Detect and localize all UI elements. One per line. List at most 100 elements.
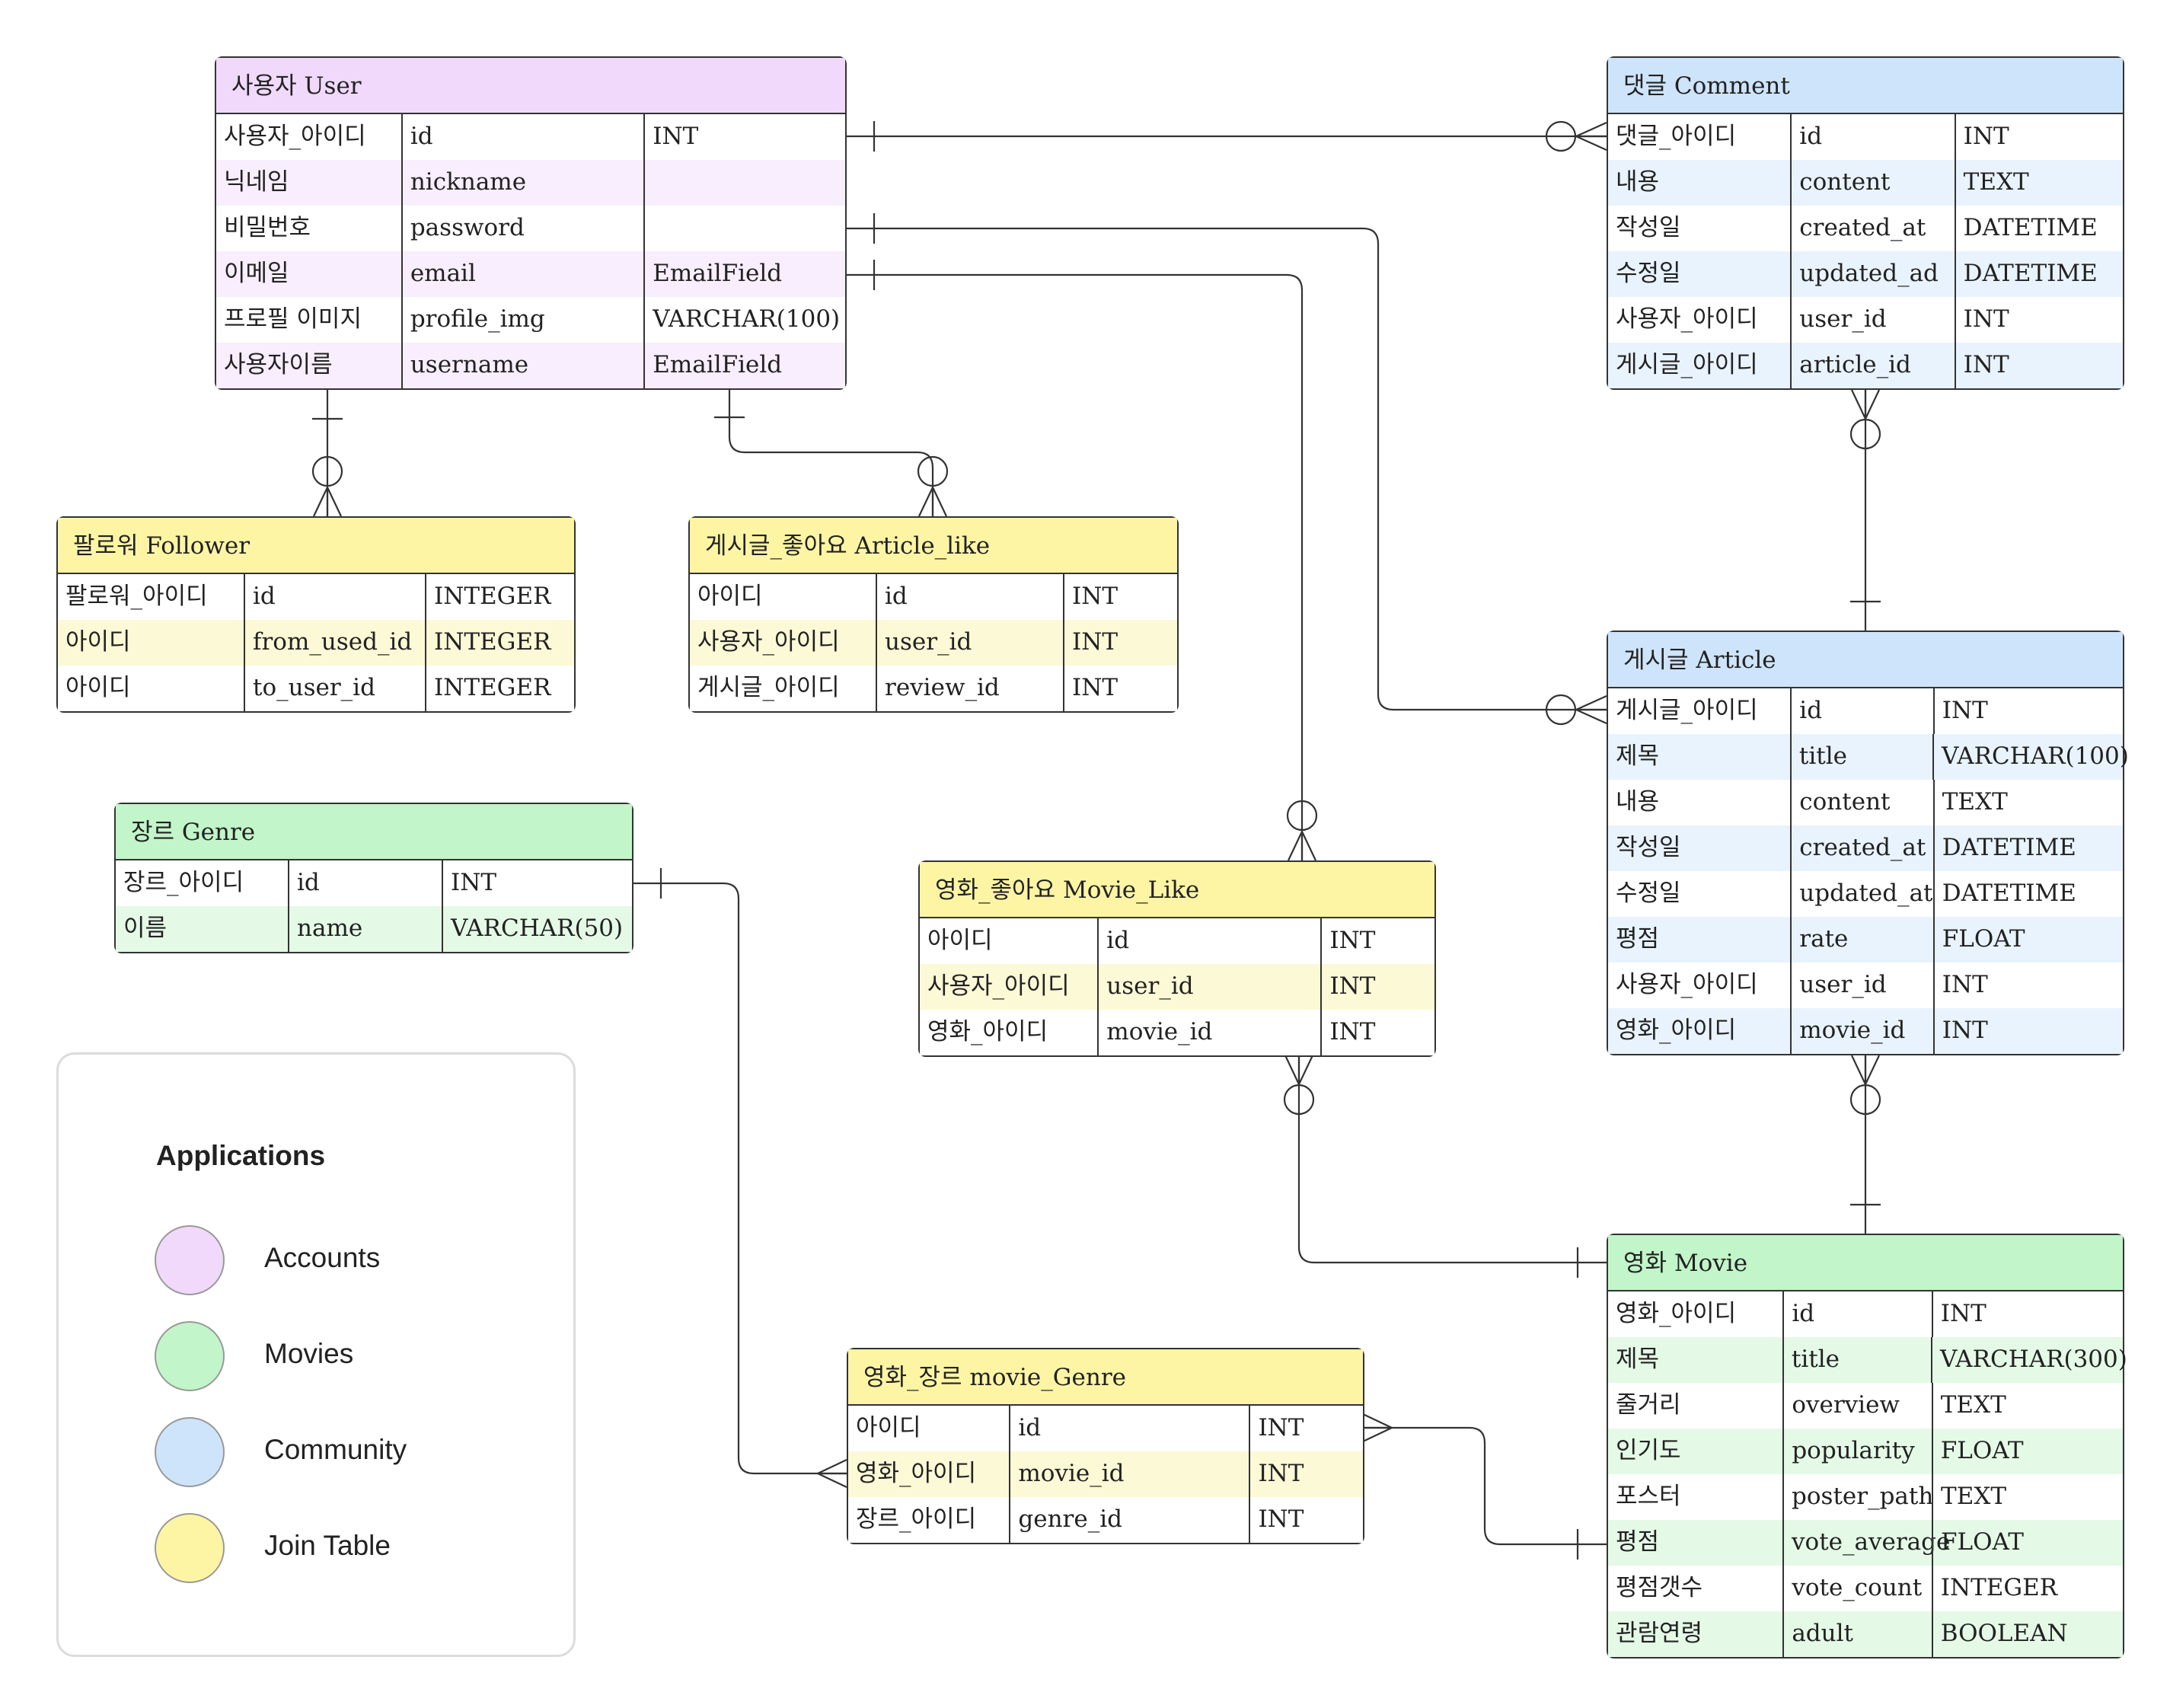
entity-title: 게시글 Article [1608,632,2123,688]
attribute-type: INT [442,860,632,906]
rel-user-follower-zero-mark [311,455,343,487]
attribute-column: review_id [876,666,1063,711]
rel-user-article-crowfoot [1575,694,1607,725]
attribute-column: overview [1782,1383,1931,1429]
attribute-label-ko: 작성일 [1616,834,1681,861]
attribute-type: INT [1932,688,2123,734]
attribute-column: id [1790,688,1932,734]
rel-movie-movielike-crowfoot [1284,1055,1313,1085]
attribute-type: VARCHAR(50) [442,906,632,952]
attribute-label-ko: 사용자_아이디 [1616,971,1758,998]
attribute-column: poster_path [1782,1474,1933,1520]
rel-movie-moviegenre [1363,1426,1607,1546]
attribute-type: FLOAT [1931,1429,2123,1474]
attribute-column: profile_img [400,297,643,343]
attribute-type: DATETIME [1932,871,2123,917]
attribute-type: INT [1932,1008,2123,1054]
attribute-type: EmailField [643,343,845,388]
attribute-column: title [1789,734,1932,780]
attribute-label-ko: 평점 [1616,925,1660,953]
rel-user-movielike-crowfoot [1288,831,1316,861]
rel-user-comment-zero-mark [1545,120,1577,152]
attribute-type: INT [1249,1497,1363,1543]
attribute-type: INT [1954,297,2123,343]
legend: Applications Accounts Movies Community J… [56,1052,576,1657]
rel-movie-article-crowfoot [1851,1055,1880,1085]
attribute-type: INTEGER [1931,1566,2123,1611]
rel-user-comment-crowfoot [1575,121,1607,152]
attribute-type: INT [1063,666,1177,711]
attribute-type [643,206,845,251]
rel-user-movielike-zero-mark [1286,800,1318,832]
attribute-column: from_used_id [244,620,425,666]
attribute-label-ko: 게시글_아이디 [1616,697,1758,724]
rel-movie-movielike [1297,1055,1607,1264]
attribute-label-ko: 아이디 [927,927,993,954]
attribute-column: email [400,251,643,297]
attribute-label-ko: 영화_아이디 [927,1018,1048,1046]
rel-user-article [844,227,1607,711]
attribute-type: DATETIME [1954,251,2123,297]
attribute-type: TEXT [1954,160,2123,206]
rel-user-follower-crowfoot [313,487,342,517]
attribute-type: BOOLEAN [1931,1611,2123,1657]
attribute-column: popularity [1782,1429,1931,1474]
attribute-column: name [288,906,442,952]
attribute-label-ko: 영화_아이디 [1616,1017,1737,1044]
attribute-column: content [1790,160,1954,206]
rel-movie-article-zero-mark [1849,1084,1881,1116]
attribute-label-ko: 사용자_아이디 [697,628,840,656]
attribute-type: FLOAT [1932,917,2123,963]
legend-label: Movies [264,1338,354,1369]
attribute-column: title [1782,1337,1931,1383]
entity-title: 영화 Movie [1608,1235,2123,1291]
attribute-label-ko: 게시글_아이디 [697,674,840,701]
attribute-column: adult [1782,1611,1931,1657]
attribute-type: VARCHAR(100) [1932,734,2129,780]
rel-genre-moviegenre [630,882,847,1475]
attribute-type: DATETIME [1932,825,2123,871]
attribute-label-ko: 장르_아이디 [123,869,244,896]
attribute-type: VARCHAR(100) [643,297,845,343]
legend-label: Accounts [264,1242,381,1273]
legend-label: Join Table [264,1530,391,1561]
entity-title: 팔로워 Follower [58,518,574,574]
entity-title: 영화_장르 movie_Genre [848,1349,1363,1406]
attribute-column: user_id [1790,963,1932,1008]
attribute-type: TEXT [1932,780,2123,825]
legend-swatch [155,1225,225,1295]
attribute-column: genre_id [1009,1497,1249,1543]
attribute-label-ko: 평점 [1616,1528,1660,1556]
attribute-column: created_at [1790,825,1932,871]
attribute-label-ko: 팔로워_아이디 [65,583,208,610]
legend-swatch [155,1321,225,1391]
legend-item-community: Community [155,1417,535,1490]
